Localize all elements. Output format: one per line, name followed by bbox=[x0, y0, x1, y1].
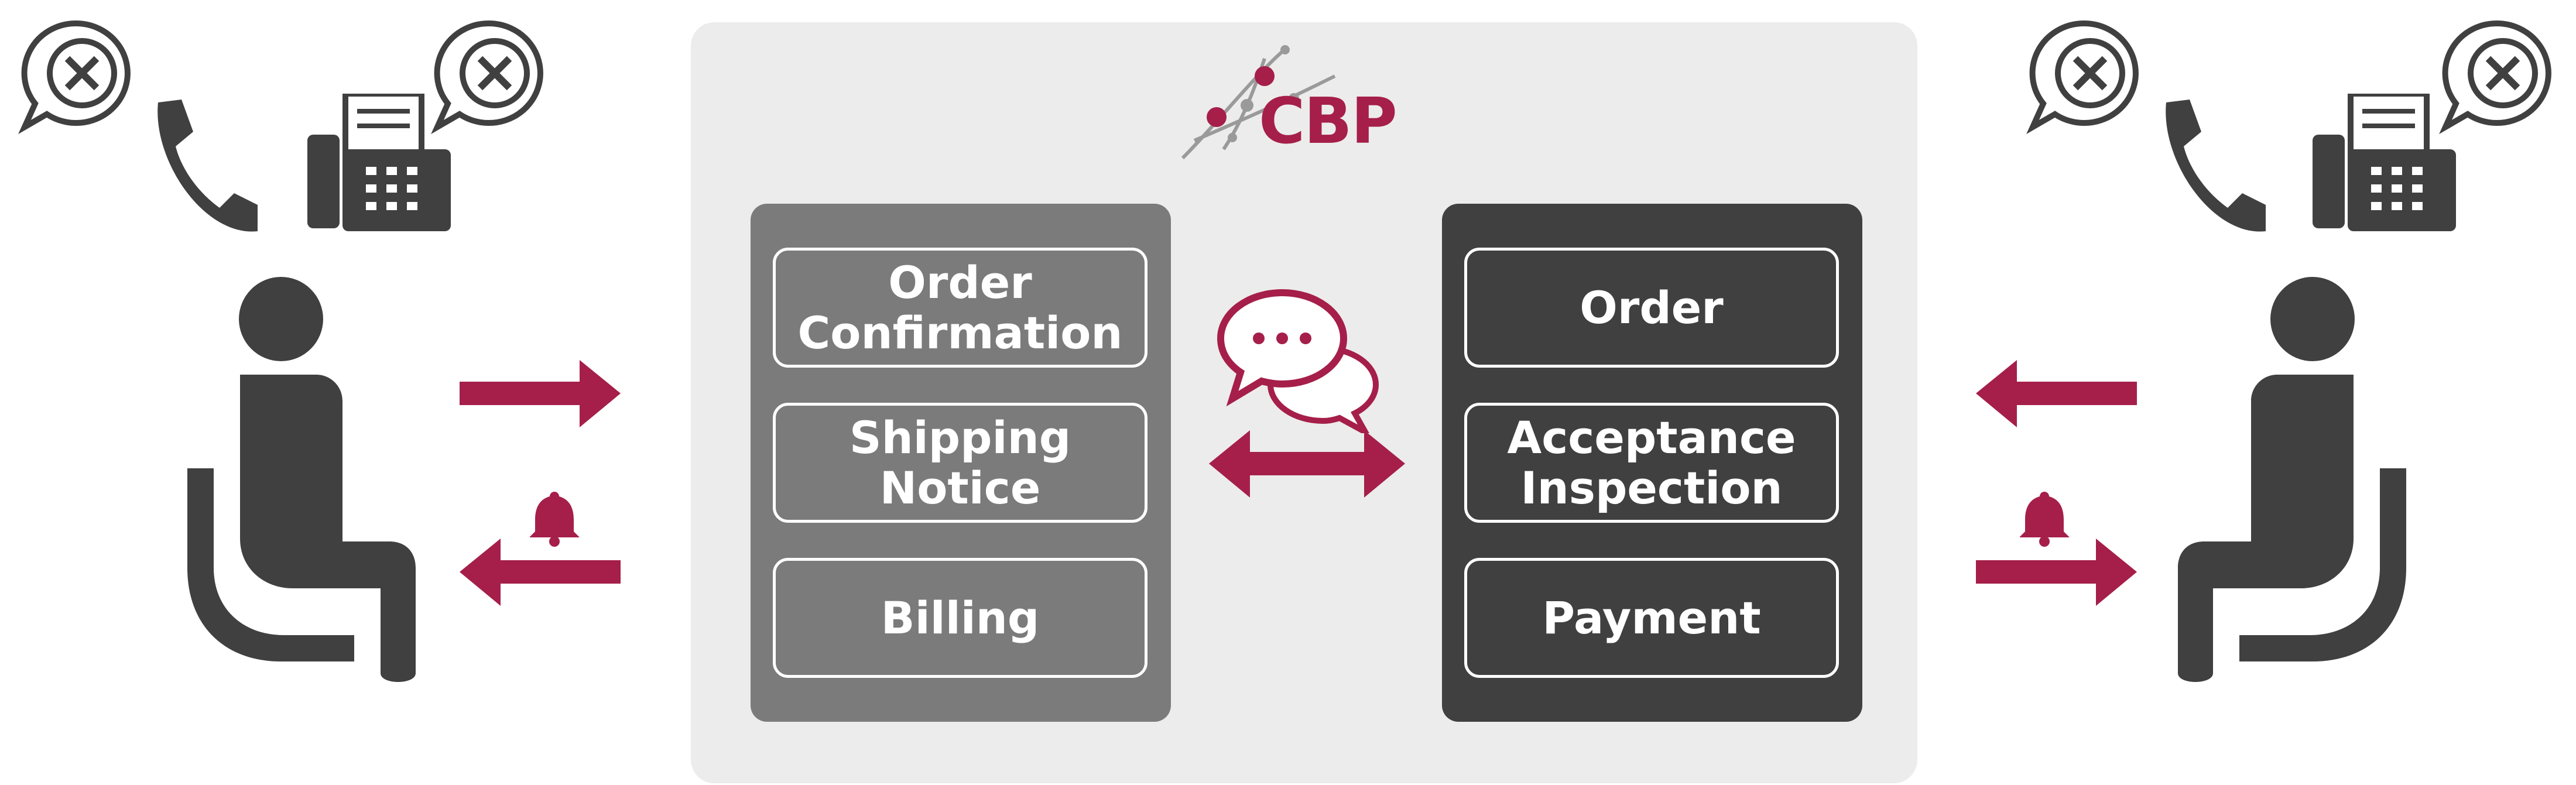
fax-icon bbox=[307, 94, 451, 231]
phone-icon bbox=[157, 100, 258, 232]
x-mark-icon bbox=[18, 20, 131, 135]
person-seated-icon bbox=[187, 277, 416, 682]
x-mark-icon bbox=[431, 20, 543, 135]
bell-icon bbox=[2020, 492, 2070, 547]
order-confirmation-box: Order Confirmation bbox=[773, 248, 1147, 368]
buyer-panel: Order Acceptance Inspection Payment bbox=[1442, 204, 1862, 722]
person-seated-icon bbox=[2178, 277, 2406, 682]
cbp-logo-icon bbox=[1181, 45, 1336, 160]
cbp-logo-text: CBP bbox=[1259, 85, 1397, 158]
order-box: Order bbox=[1464, 248, 1839, 368]
x-mark-icon bbox=[2439, 20, 2551, 135]
arrow-left-icon bbox=[1976, 360, 2137, 427]
arrow-right-icon bbox=[1976, 539, 2137, 606]
double-arrow-icon bbox=[1209, 430, 1405, 498]
billing-box: Billing bbox=[773, 558, 1147, 678]
phone-icon bbox=[2166, 100, 2266, 232]
shipping-notice-box: Shipping Notice bbox=[773, 403, 1147, 523]
arrow-left-icon bbox=[460, 539, 621, 606]
seller-panel: Order Confirmation Shipping Notice Billi… bbox=[751, 204, 1171, 722]
arrow-right-icon bbox=[460, 360, 621, 427]
bell-icon bbox=[530, 492, 580, 547]
acceptance-inspection-box: Acceptance Inspection bbox=[1464, 403, 1839, 523]
chat-icon bbox=[1217, 289, 1379, 433]
payment-box: Payment bbox=[1464, 558, 1839, 678]
x-mark-icon bbox=[2026, 20, 2139, 135]
fax-icon bbox=[2313, 94, 2456, 231]
